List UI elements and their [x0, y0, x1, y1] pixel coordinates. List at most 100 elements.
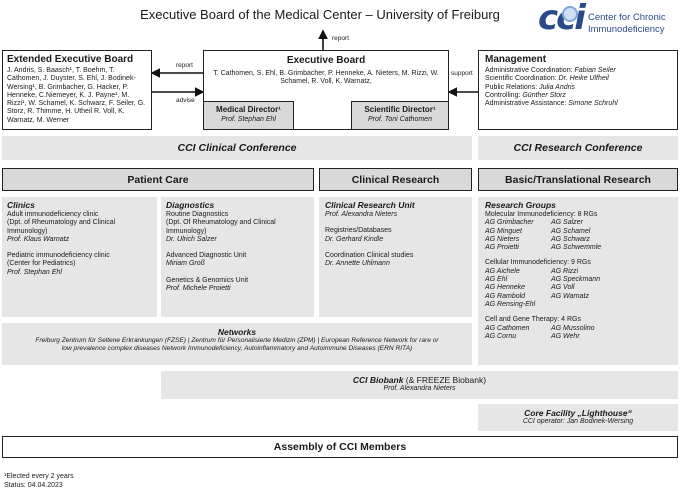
- clinical-research-unit-box: Clinical Research Unit Prof. Alexandra N…: [319, 197, 472, 317]
- scientific-director-title: Scientific Director¹: [364, 105, 436, 114]
- label-report-top: report: [332, 35, 349, 42]
- rg-item: AG Salzer: [551, 219, 583, 227]
- rg-category: Cell and Gene Therapy: 4 RGs: [485, 316, 581, 324]
- networks-box: Networks Freiburg Zentrum für Seltene Er…: [2, 323, 472, 365]
- networks-line-1: Freiburg Zentrum für Seltene Erkrankunge…: [35, 337, 439, 344]
- clinical-unit-text: Registries/Databases: [325, 227, 392, 235]
- clinics-text: Pediatric immunodeficiency clinic: [7, 252, 110, 260]
- diagnostics-title: Diagnostics: [166, 200, 215, 210]
- medical-director-box: Medical Director¹ Prof. Stephan Ehl: [203, 101, 294, 130]
- clinics-box: Clinics Adult immunodeficiency clinic (D…: [2, 197, 157, 317]
- rg-item: AG Ehl: [485, 276, 508, 284]
- rg-item: AG Rizzi: [551, 267, 579, 275]
- management-line: Administrative Coordination: Fabian Seil…: [485, 67, 616, 74]
- clinical-research-header: Clinical Research: [319, 168, 472, 191]
- clinical-unit-text: Coordination Clinical studies: [325, 251, 414, 259]
- diagnostics-text: (Dpt. Of Rheumatology and Clinical: [166, 219, 276, 227]
- management-line: Administrative Assistance: Simone Schruh…: [485, 100, 618, 108]
- clinics-person: Prof. Stephan Ehl: [7, 268, 62, 276]
- rg-item: AG Minguet: [485, 227, 522, 235]
- networks-title: Networks: [217, 327, 257, 337]
- rg-item: AG Rambold: [485, 292, 526, 300]
- research-groups-title: Research Groups: [485, 200, 556, 210]
- rg-item: AG Aichele: [485, 267, 520, 275]
- management-line: Scientific Coordination: Dr. Heike Ulfhe…: [485, 75, 609, 83]
- rg-item: AG Rensing-Ehl: [485, 300, 536, 308]
- research-conference: CCI Research Conference: [478, 136, 678, 160]
- diagnostics-person: Dr. Ulrich Salzer: [166, 235, 217, 243]
- clinics-text: Adult immunodeficiency clinic: [7, 211, 99, 218]
- clinical-unit-person: Dr. Gerhard Kindle: [325, 235, 384, 243]
- diagnostics-person: Prof. Michele Proietti: [166, 285, 231, 293]
- management-title: Management: [485, 54, 547, 65]
- extended-board-members: J. Andris, S. Baasch¹, T. Boehm, T. Cath…: [7, 67, 146, 124]
- rg-item: AG Mussolino: [551, 324, 595, 332]
- logo-line-2: Immunodeficiency: [588, 24, 665, 35]
- scientific-director-name: Prof. Toni Cathomen: [368, 116, 432, 123]
- diagnostics-person: Miriam Groß: [166, 260, 205, 268]
- networks-line-2: low prevalence complex diseases Network …: [61, 345, 413, 353]
- clinics-text: (Center for Pediatrics): [7, 260, 76, 268]
- management-box: Management Administrative Coordination: …: [478, 50, 678, 130]
- extended-board-title: Extended Executive Board: [7, 54, 134, 65]
- rg-item: AG Cornu: [485, 332, 517, 340]
- biobank-person: Prof. Alexandra Nieters: [383, 385, 456, 392]
- diagnostics-text: Genetics & Genomics Unit: [166, 276, 249, 284]
- rg-item: AG Speckmann: [551, 276, 601, 284]
- basic-research-header: Basic/Translational Research: [478, 168, 678, 191]
- rg-item: AG Cathomen: [485, 324, 530, 332]
- rg-category: Cellular Immunodeficiency: 9 RGs: [485, 259, 591, 267]
- rg-item: AG Schwarz: [551, 235, 590, 243]
- rg-item: AG Nieters: [485, 235, 520, 243]
- diagnostics-text: Advanced Diagnostic Unit: [166, 252, 247, 260]
- core-facility-box: Core Facility „Lighthouse“ CCI operator:…: [478, 404, 678, 431]
- diagnostics-text: Immunology): [166, 227, 207, 235]
- rg-item: AG Warnatz: [551, 292, 589, 300]
- rg-category: Molecular Immunodeficiency: 8 RGs: [485, 211, 598, 218]
- executive-board: Executive Board T. Cathomen, S. Ehl, B. …: [203, 50, 449, 130]
- clinical-unit-person: Dr. Annette Uhlmann: [325, 260, 390, 268]
- clinics-person: Prof. Klaus Warnatz: [7, 235, 70, 243]
- executive-board-members: T. Cathomen, S. Ehl, B. Grimbacher, P. H…: [213, 70, 439, 86]
- research-groups-box: Research Groups Molecular Immunodeficien…: [478, 197, 678, 365]
- rg-item: AG Schamel: [551, 227, 591, 235]
- core-facility-operator: CCI operator: Jan Bodinek-Wersing: [522, 418, 634, 425]
- clinical-unit-person: Prof. Alexandra Nieters: [325, 211, 398, 218]
- medical-director-name: Prof. Stephan Ehl: [221, 116, 276, 123]
- label-support: support: [451, 70, 473, 77]
- rg-item: AG Voll: [551, 284, 575, 292]
- clinics-title: Clinics: [7, 200, 35, 210]
- core-facility-title: Core Facility „Lighthouse“: [524, 408, 632, 418]
- label-report-left: report: [176, 62, 193, 69]
- biobank-heading: CCI Biobank (& FREEZE Biobank): [161, 375, 678, 385]
- footnote-status: Status: 04.04.2023: [4, 482, 63, 489]
- logo-mark: cci: [538, 0, 586, 38]
- executive-board-title: Executive Board: [286, 55, 366, 66]
- rg-item: AG Wehr: [551, 332, 580, 340]
- scientific-director-box: Scientific Director¹ Prof. Toni Cathomen: [351, 101, 449, 130]
- diagnostics-box: Diagnostics Routine Diagnostics (Dpt. Of…: [161, 197, 314, 317]
- rg-item: AG Proietti: [485, 244, 519, 252]
- assembly-box: Assembly of CCI Members: [2, 436, 678, 458]
- biobank-box: CCI Biobank (& FREEZE Biobank) Prof. Ale…: [161, 371, 678, 399]
- label-advise: advise: [176, 97, 195, 104]
- clinical-conference: CCI Clinical Conference: [2, 136, 472, 160]
- extended-executive-board: Extended Executive Board J. Andris, S. B…: [2, 50, 152, 130]
- biobank-suffix: (& FREEZE Biobank): [403, 375, 487, 385]
- biobank-title: CCI Biobank: [352, 375, 404, 385]
- cci-logo: cci Center for Chronic Immunodeficiency: [536, 0, 678, 44]
- rg-item: AG Grimbacher: [485, 219, 534, 227]
- diagnostics-text: Routine Diagnostics: [166, 211, 229, 218]
- medical-director-title: Medical Director¹: [216, 105, 281, 114]
- page-title: Executive Board of the Medical Center – …: [140, 7, 500, 22]
- logo-ring: [562, 6, 578, 22]
- clinical-unit-title: Clinical Research Unit: [325, 200, 415, 210]
- management-line: Public Relations: Julia Andris: [485, 83, 576, 91]
- patient-care-header: Patient Care: [2, 168, 314, 191]
- clinics-text: (Dpt. of Rheumatology and Clinical: [7, 219, 116, 227]
- clinics-text: Immunology): [7, 227, 48, 235]
- management-line: Controlling: Günther Storz: [485, 91, 566, 99]
- rg-item: AG Henneke: [485, 284, 526, 292]
- logo-line-1: Center for Chronic: [588, 12, 666, 23]
